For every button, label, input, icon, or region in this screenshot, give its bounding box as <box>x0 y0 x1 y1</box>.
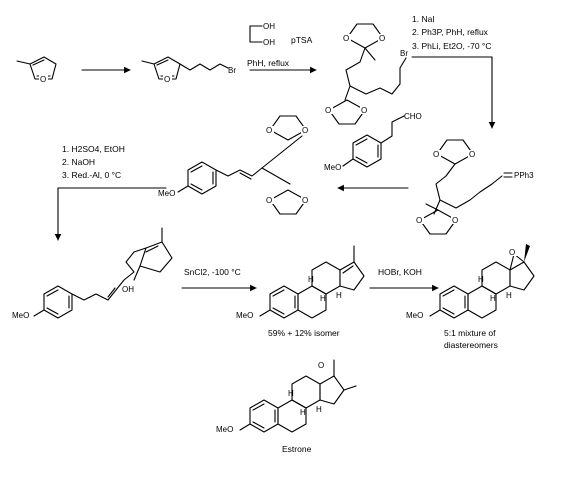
svg-text:MeO: MeO <box>236 311 253 320</box>
svg-text:Br: Br <box>400 49 408 58</box>
ethylene-glycol-reagent: OH OH <box>249 22 275 47</box>
coupled-bisketal-molecule: O O O O MeO <box>158 115 310 215</box>
svg-text:O: O <box>509 248 515 257</box>
bisketal-bromide-molecule: O O O O Br <box>324 23 408 125</box>
svg-text:H: H <box>336 291 342 300</box>
step1-solvent: PhH, reflux <box>247 58 290 68</box>
step2-line3: 3. PhLi, Et2O, -70 °C <box>412 41 491 51</box>
bromobutyl-furan-molecule: O Br <box>141 56 236 84</box>
ketone-oxygen: O <box>318 361 324 370</box>
yield-label: 59% + 12% isomer <box>268 328 340 338</box>
svg-text:O: O <box>343 34 349 43</box>
svg-text:O: O <box>361 106 367 115</box>
cyclization-precursor-molecule: MeO OH <box>12 227 173 320</box>
svg-text:O: O <box>302 126 308 135</box>
aryl-aldehyde-reagent: CHO MeO <box>324 112 422 172</box>
step4-line2: 2. NaOH <box>62 157 95 167</box>
svg-text:O: O <box>416 216 422 225</box>
svg-text:OH: OH <box>263 22 275 31</box>
svg-text:H: H <box>288 389 294 398</box>
phosphonium-ylide-molecule: O O O O PPh3 <box>415 139 534 235</box>
svg-text:H: H <box>320 294 326 303</box>
svg-text:O: O <box>433 150 439 159</box>
mixture-line2: diastereomers <box>444 340 498 350</box>
svg-text:O: O <box>325 106 331 115</box>
svg-text:H: H <box>300 408 306 417</box>
svg-text:H: H <box>478 275 484 284</box>
svg-text:H: H <box>308 275 314 284</box>
step5-reagent: SnCl2, -100 °C <box>184 267 241 277</box>
svg-text:MeO: MeO <box>324 163 341 172</box>
svg-text:O: O <box>266 126 272 135</box>
svg-text:H: H <box>490 294 496 303</box>
svg-text:O: O <box>469 150 475 159</box>
tetracyclic-olefin-molecule: MeO H H H <box>236 245 365 320</box>
arrow-step4 <box>54 187 167 241</box>
step2-line1: 1. NaI <box>412 14 435 24</box>
svg-text:MeO: MeO <box>158 189 175 198</box>
step6-reagent: HOBr, KOH <box>378 267 422 277</box>
svg-text:O: O <box>164 75 170 84</box>
furan-oxygen: O <box>40 75 46 84</box>
arrow-step3 <box>411 56 496 129</box>
svg-text:O: O <box>302 196 308 205</box>
step1-reagent: pTSA <box>291 35 313 45</box>
bromine-label: Br <box>228 66 236 75</box>
svg-text:O: O <box>452 216 458 225</box>
svg-text:O: O <box>266 196 272 205</box>
mixture-line1: 5:1 mixture of <box>444 328 496 338</box>
svg-text:H: H <box>316 405 322 414</box>
svg-text:O: O <box>379 34 385 43</box>
svg-text:H: H <box>506 291 512 300</box>
svg-text:MeO: MeO <box>216 425 233 434</box>
svg-text:MeO: MeO <box>12 311 29 320</box>
svg-text:OH: OH <box>263 38 275 47</box>
methylfuran-molecule: O <box>16 56 57 84</box>
estrone-label: Estrone <box>282 444 312 454</box>
step4-line1: 1. H2SO4, EtOH <box>62 144 125 154</box>
epoxide-molecule: O MeO H H H <box>406 244 535 320</box>
svg-text:CHO: CHO <box>404 112 422 121</box>
svg-text:MeO: MeO <box>406 311 423 320</box>
ylide-label: PPh3 <box>514 171 534 180</box>
step2-line2: 2. Ph3P, PhH, reflux <box>412 27 489 37</box>
estrone-molecule: O MeO H H H <box>216 359 357 434</box>
svg-text:OH: OH <box>122 285 134 294</box>
step4-line3: 3. Red.-Al, 0 °C <box>62 170 121 180</box>
